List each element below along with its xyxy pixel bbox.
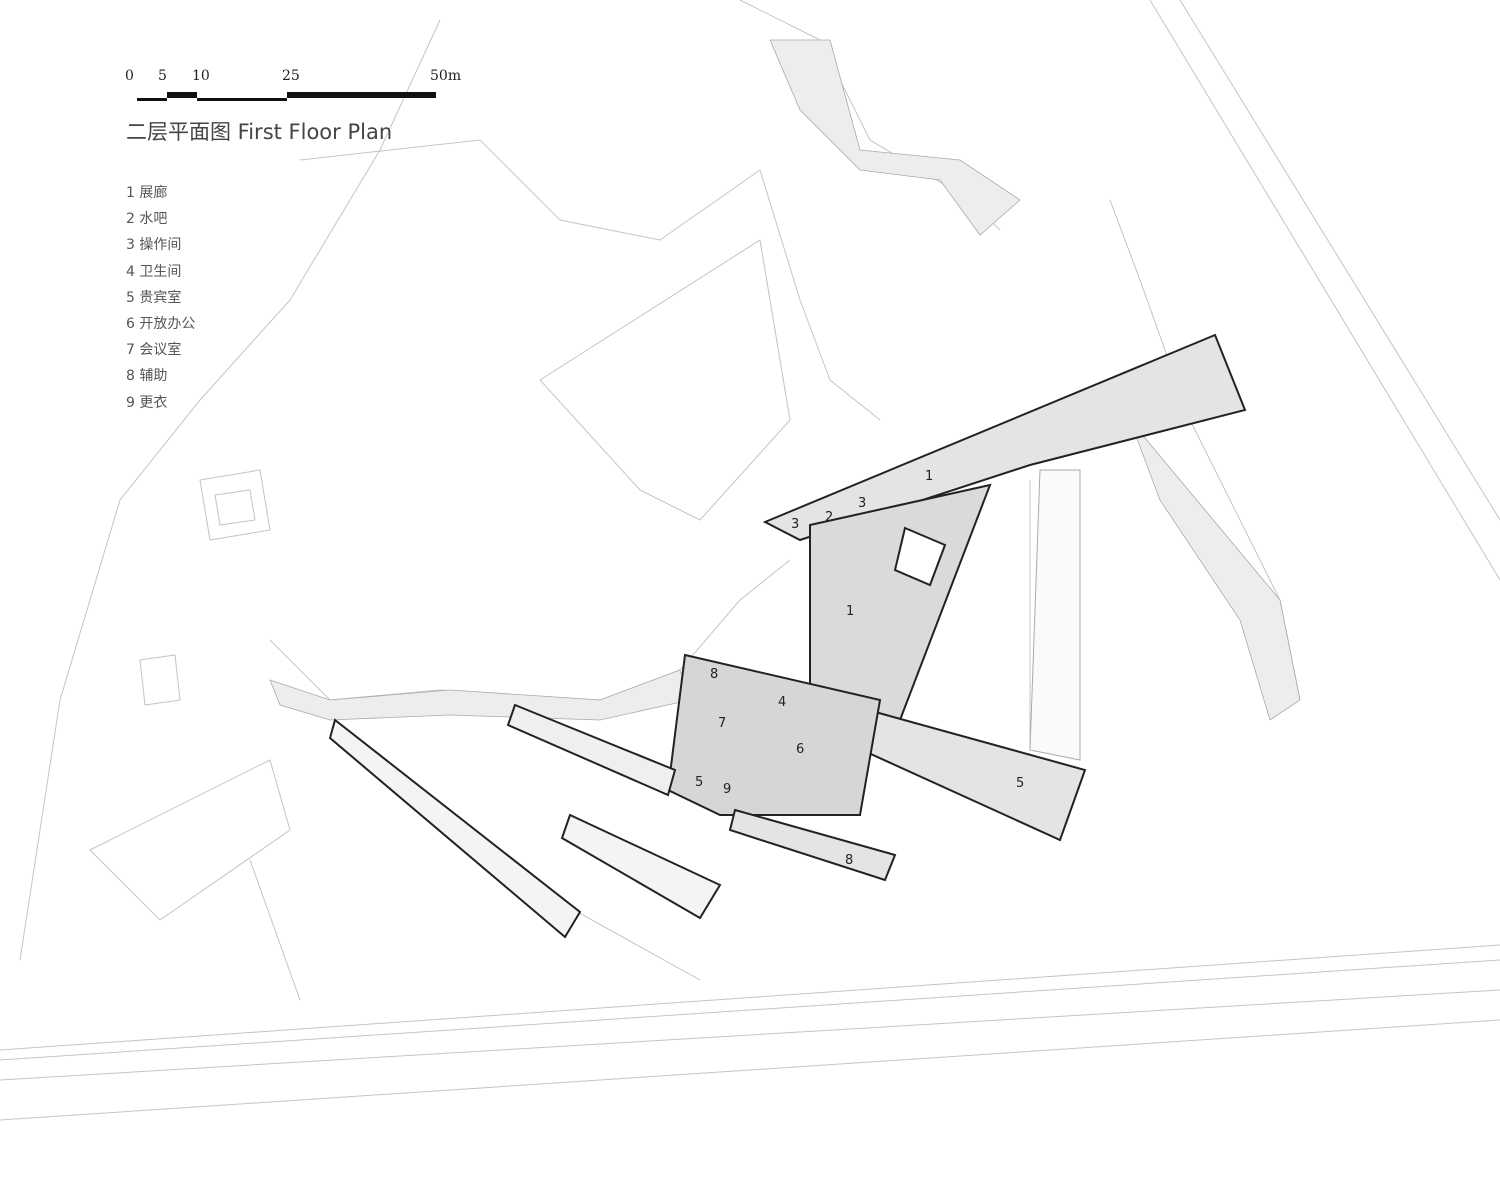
room-label: 1 bbox=[925, 469, 934, 484]
room-label: 4 bbox=[778, 695, 787, 710]
legend-item: 1 展廊 bbox=[126, 185, 168, 201]
site-lines bbox=[0, 0, 1500, 1121]
scale-tick-50: 50m bbox=[430, 68, 462, 84]
legend-item: 6 开放办公 bbox=[126, 316, 196, 333]
room-label: 1 bbox=[846, 604, 855, 619]
building bbox=[328, 333, 1247, 939]
legend-item: 3 操作间 bbox=[126, 237, 182, 254]
room-label: 5 bbox=[1016, 776, 1025, 791]
legend-item: 8 辅助 bbox=[126, 368, 168, 385]
room-label: 3 bbox=[858, 496, 867, 511]
room-label: 8 bbox=[710, 667, 719, 682]
scale-tick-0: 0 bbox=[125, 68, 134, 84]
room-label: 8 bbox=[845, 853, 854, 868]
scale-tick-25: 25 bbox=[282, 68, 300, 84]
room-label: 6 bbox=[796, 742, 805, 757]
scale-tick-10: 10 bbox=[192, 68, 210, 84]
room-label: 2 bbox=[825, 510, 834, 525]
room-label: 9 bbox=[723, 782, 732, 797]
paved-areas bbox=[269, 39, 1301, 721]
room-label: 7 bbox=[718, 716, 727, 731]
legend-item: 9 更衣 bbox=[126, 394, 168, 411]
legend-item: 4 卫生间 bbox=[126, 263, 182, 280]
room-label: 3 bbox=[791, 517, 800, 532]
scale-tick-5: 5 bbox=[158, 68, 167, 84]
plan-title: 二层平面图 First Floor Plan bbox=[126, 120, 393, 144]
legend-item: 7 会议室 bbox=[126, 342, 182, 359]
legend-item: 5 贵宾室 bbox=[126, 289, 182, 306]
room-legend: 1 展廊 2 水吧 3 操作间 4 卫生间 5 贵宾室 6 开放办公 7 会议室… bbox=[126, 180, 195, 416]
room-label: 5 bbox=[695, 775, 704, 790]
legend-item: 2 水吧 bbox=[126, 211, 168, 228]
